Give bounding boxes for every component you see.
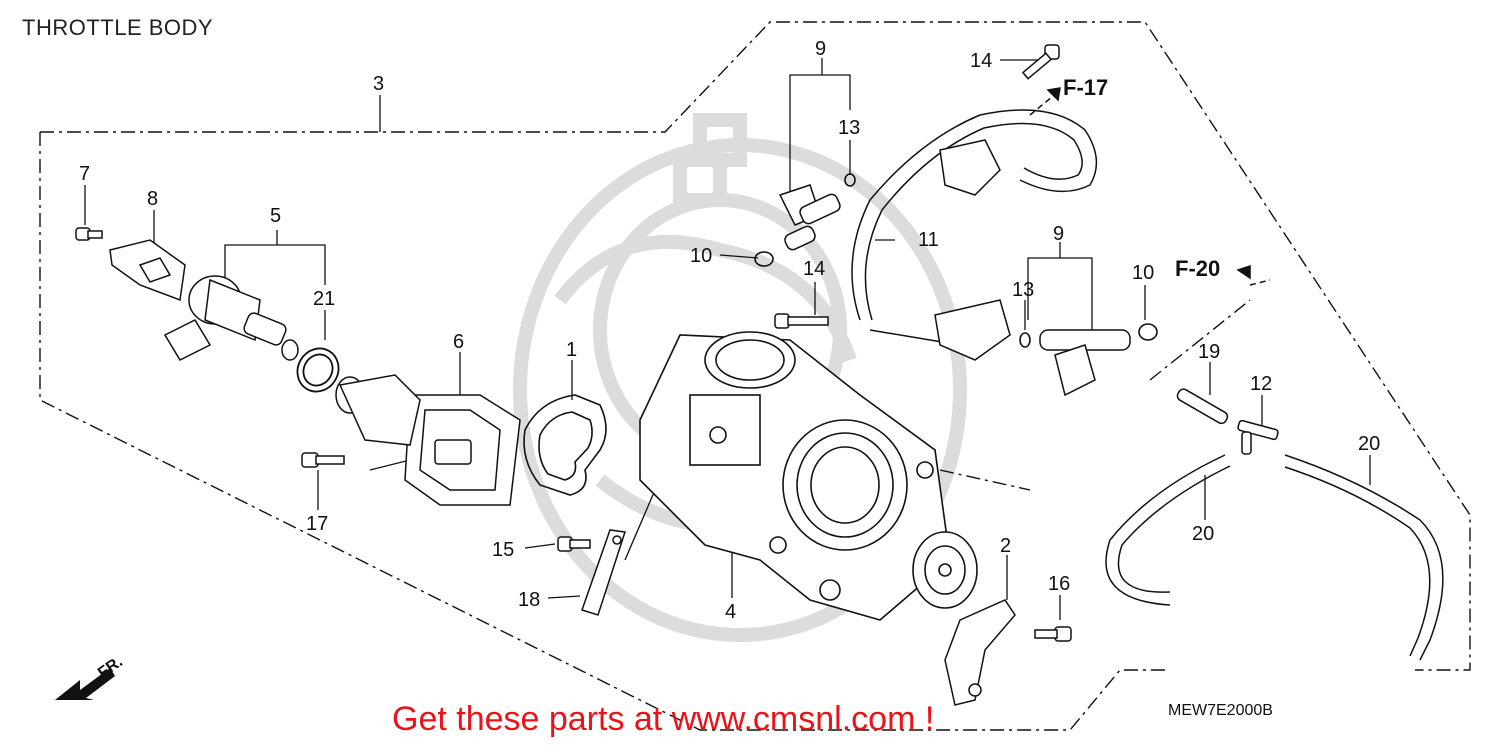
callout-3: 3 bbox=[373, 73, 384, 95]
fuel-rail-fitting bbox=[934, 139, 1011, 361]
part-14-bolt-lower bbox=[774, 313, 829, 329]
part-1-gasket bbox=[523, 394, 607, 496]
callout-18: 18 bbox=[518, 589, 540, 611]
ref-arrows bbox=[1029, 87, 1271, 286]
part-10-seal-lower bbox=[1138, 323, 1158, 341]
callout-13-lower: 13 bbox=[1012, 279, 1034, 301]
part-2-bracket bbox=[944, 599, 1016, 706]
callout-10-lower: 10 bbox=[1132, 262, 1154, 284]
ref-f20: F-20 bbox=[1175, 256, 1220, 281]
part-13-oring-lower bbox=[1019, 332, 1031, 348]
part-21-o-ring bbox=[296, 347, 340, 393]
part-9-injector-upper bbox=[778, 184, 841, 251]
assembly-outline bbox=[39, 21, 1471, 731]
callout-19: 19 bbox=[1198, 341, 1220, 363]
callout-14-upper: 14 bbox=[970, 50, 992, 72]
throttle-pulley bbox=[912, 531, 978, 609]
part-14-bolt-upper bbox=[1021, 44, 1060, 80]
callout-16: 16 bbox=[1048, 573, 1070, 595]
callout-10-upper: 10 bbox=[690, 245, 712, 267]
part-19-hose bbox=[1176, 388, 1229, 425]
part-13-oring-upper bbox=[844, 173, 856, 187]
callout-6: 6 bbox=[453, 331, 464, 353]
callout-5: 5 bbox=[270, 205, 281, 227]
callout-15: 15 bbox=[492, 539, 514, 561]
part-8-sensor-bracket bbox=[109, 239, 186, 302]
part-5-sensor bbox=[163, 275, 299, 361]
part-7-bolt bbox=[75, 227, 103, 241]
part-16-bolt bbox=[1034, 626, 1072, 642]
callout-9-upper: 9 bbox=[815, 38, 826, 60]
part-17-screw bbox=[301, 452, 345, 468]
callout-20-right: 20 bbox=[1358, 433, 1380, 455]
callout-14-lower: 14 bbox=[803, 258, 825, 280]
part-20-hose-right bbox=[1284, 454, 1444, 661]
callout-13-upper: 13 bbox=[838, 117, 860, 139]
callout-2: 2 bbox=[1000, 535, 1011, 557]
callout-20-left: 20 bbox=[1192, 523, 1214, 545]
part-6-valve-housing bbox=[335, 374, 521, 506]
part-20-hose-left bbox=[1105, 454, 1231, 606]
callout-8: 8 bbox=[147, 188, 158, 210]
part-15-screw bbox=[557, 536, 591, 552]
part-10-seal-upper bbox=[754, 251, 774, 267]
callout-17: 17 bbox=[306, 513, 328, 535]
page-title: THROTTLE BODY bbox=[22, 15, 214, 40]
ref-f17: F-17 bbox=[1063, 75, 1108, 100]
callout-1: 1 bbox=[566, 339, 577, 361]
diagram-code: MEW7E2000B bbox=[1168, 702, 1273, 719]
callout-4: 4 bbox=[725, 601, 736, 623]
promo-link[interactable]: Get these parts at www.cmsnl.com ! bbox=[392, 700, 935, 738]
callout-12: 12 bbox=[1250, 373, 1272, 395]
callout-7: 7 bbox=[79, 163, 90, 185]
front-direction-arrow bbox=[55, 668, 115, 700]
part-12-t-joint bbox=[1237, 419, 1279, 455]
part-4-throttle-body bbox=[639, 331, 951, 621]
part-18-cable-clamp bbox=[581, 529, 626, 616]
callout-21: 21 bbox=[313, 288, 335, 310]
part-9-injector-lower bbox=[1039, 329, 1131, 397]
callout-9-lower: 9 bbox=[1053, 223, 1064, 245]
callout-11: 11 bbox=[918, 229, 939, 251]
